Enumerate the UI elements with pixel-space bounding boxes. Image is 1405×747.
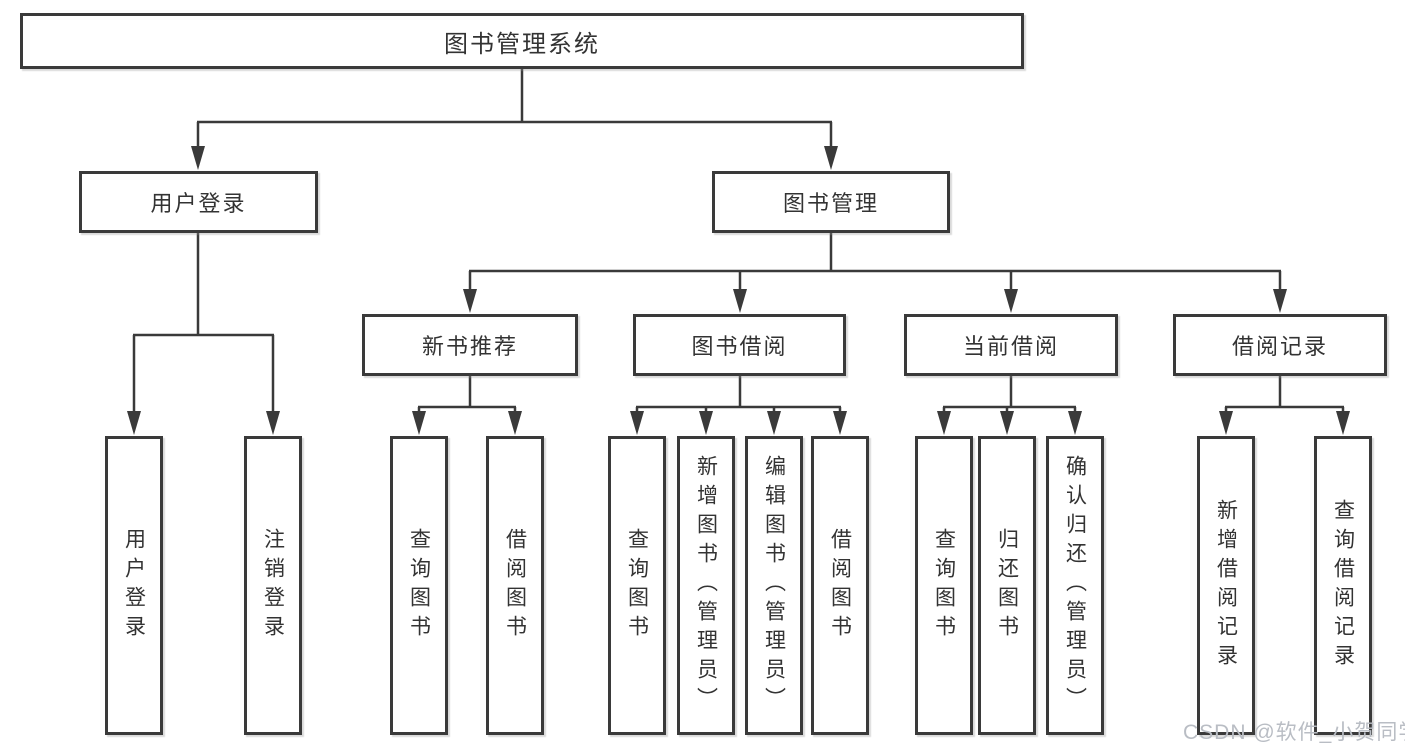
node-label: 新增图书（管理员） (694, 455, 718, 716)
node-label: 新增借阅记录 (1214, 498, 1238, 673)
node-label: 图书借阅 (691, 334, 788, 359)
node-new-book-recommend: 新书推荐 (362, 314, 578, 376)
leaf-current-query-books: 查询图书 (915, 436, 973, 735)
node-label: 借阅图书 (503, 527, 527, 644)
node-label: 注销登录 (261, 527, 285, 644)
node-book-management: 图书管理 (712, 171, 950, 233)
node-label: 确认归还（管理员） (1063, 455, 1087, 716)
watermark: CSDN @软件_小贺同学 (1183, 721, 1405, 744)
leaf-current-return-books: 归还图书 (978, 436, 1036, 735)
node-label: 查询图书 (932, 527, 956, 644)
node-library-management-system: 图书管理系统 (20, 13, 1024, 69)
arrowhead-icons (127, 146, 1350, 435)
leaf-newbook-query-books: 查询图书 (390, 436, 448, 735)
node-label: 编辑图书（管理员） (762, 455, 786, 716)
leaf-borrow-borrow-books: 借阅图书 (811, 436, 869, 735)
node-user-login: 用户登录 (79, 171, 318, 233)
node-current-borrow: 当前借阅 (904, 314, 1118, 376)
leaf-logout-login: 注销登录 (244, 436, 302, 735)
node-label: 查询图书 (625, 527, 649, 644)
node-label: 图书管理系统 (444, 30, 600, 58)
node-label: 用户登录 (150, 191, 247, 216)
leaf-newbook-borrow-books: 借阅图书 (486, 436, 544, 735)
node-label: 归还图书 (995, 527, 1019, 644)
leaf-current-confirm-return-admin: 确认归还（管理员） (1046, 436, 1104, 735)
leaf-borrow-edit-books-admin: 编辑图书（管理员） (745, 436, 803, 735)
node-label: 图书管理 (782, 191, 879, 216)
leaf-user-login: 用户登录 (105, 436, 163, 735)
node-borrow-records: 借阅记录 (1173, 314, 1387, 376)
node-label: 用户登录 (122, 527, 146, 644)
leaf-records-query-record: 查询借阅记录 (1314, 436, 1372, 735)
node-label: 借阅图书 (828, 527, 852, 644)
node-label: 查询借阅记录 (1331, 498, 1355, 673)
node-label: 借阅记录 (1231, 334, 1328, 359)
node-book-borrow: 图书借阅 (633, 314, 846, 376)
leaf-borrow-add-books-admin: 新增图书（管理员） (677, 436, 735, 735)
node-label: 查询图书 (407, 527, 431, 644)
leaf-records-add-record: 新增借阅记录 (1197, 436, 1255, 735)
leaf-borrow-query-books: 查询图书 (608, 436, 666, 735)
node-label: 当前借阅 (962, 334, 1059, 359)
node-label: 新书推荐 (421, 334, 518, 359)
